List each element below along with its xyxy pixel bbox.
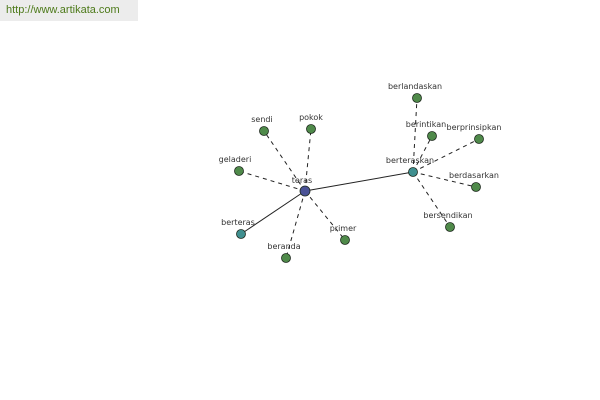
node-beranda[interactable]	[281, 253, 291, 263]
node-sendi[interactable]	[259, 126, 269, 136]
edge-berteraskan-bersendikan	[412, 171, 451, 228]
node-label-berintikan: berintikan	[406, 120, 446, 129]
node-berdasarkan[interactable]	[471, 182, 481, 192]
edge-teras-geladeri	[238, 170, 306, 192]
node-primer[interactable]	[340, 235, 350, 245]
node-label-bersendikan: bersendikan	[423, 211, 472, 220]
node-label-berdasarkan: berdasarkan	[449, 171, 499, 180]
node-bersendikan[interactable]	[445, 222, 455, 232]
edge-berteraskan-berintikan	[412, 135, 433, 173]
node-berprinsipkan[interactable]	[474, 134, 484, 144]
node-teras[interactable]	[299, 185, 311, 197]
edge-berteraskan-berdasarkan	[412, 171, 477, 188]
edges-layer	[238, 97, 480, 259]
edge-teras-beranda	[285, 190, 306, 259]
node-label-berlandaskan: berlandaskan	[388, 82, 442, 91]
edge-teras-primer	[304, 190, 346, 241]
node-label-berteras: berteras	[221, 218, 255, 227]
edge-teras-berteras	[240, 190, 306, 235]
node-label-teras: teras	[292, 176, 312, 185]
node-label-beranda: beranda	[267, 242, 300, 251]
node-berteraskan[interactable]	[408, 167, 418, 177]
node-berteras[interactable]	[236, 229, 246, 239]
url-bar: http://www.artikata.com	[0, 0, 138, 21]
node-geladeri[interactable]	[234, 166, 244, 176]
edge-teras-pokok	[304, 128, 312, 192]
node-label-berteraskan: berteraskan	[386, 156, 434, 165]
edge-teras-berteraskan	[304, 171, 414, 192]
node-label-sendi: sendi	[251, 115, 272, 124]
node-label-geladeri: geladeri	[219, 155, 252, 164]
node-berintikan[interactable]	[427, 131, 437, 141]
nodes-layer: teras berteraskan berteras sendi pokok gelade…	[219, 82, 502, 263]
node-label-primer: primer	[330, 224, 357, 233]
url-link[interactable]: http://www.artikata.com	[6, 4, 120, 16]
node-berlandaskan[interactable]	[412, 93, 422, 103]
node-label-pokok: pokok	[299, 113, 323, 122]
node-pokok[interactable]	[306, 124, 316, 134]
node-label-berprinsipkan: berprinsipkan	[447, 123, 502, 132]
